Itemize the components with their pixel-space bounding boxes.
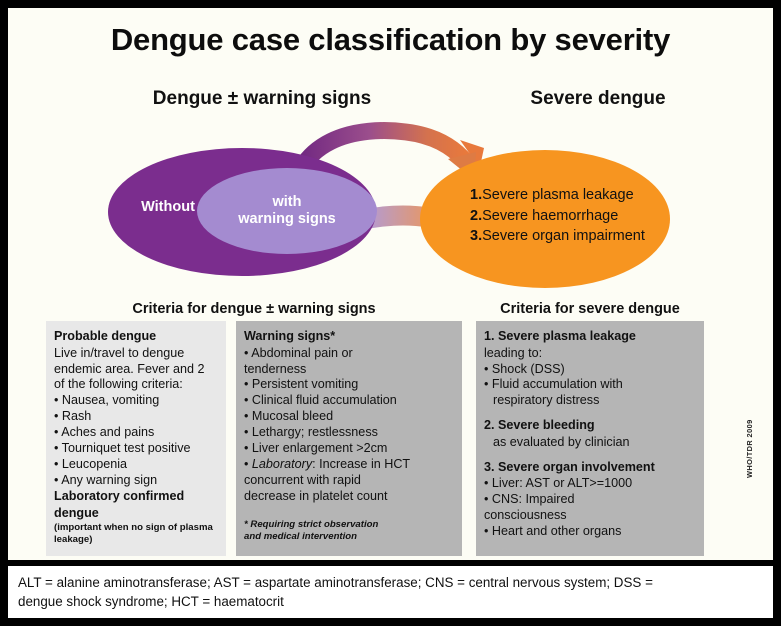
- footnote-line-1: ALT = alanine aminotransferase; AST = as…: [18, 575, 653, 590]
- list-item: • Any warning sign: [54, 472, 158, 487]
- list-item: 1.Severe plasma leakage: [470, 185, 670, 206]
- severe-criteria-box: 1. Severe plasma leakage leading to: • S…: [476, 321, 704, 556]
- ellipse-severe-dengue: [420, 150, 670, 288]
- severe-item-text: Severe organ impairment: [482, 228, 645, 245]
- list-item: • CNS: Impaired: [484, 492, 575, 507]
- probable-dengue-box: Probable dengue Live in/travel to dengue…: [46, 321, 226, 556]
- list-item: • Shock (DSS): [484, 361, 565, 376]
- criteria-heading-dengue: Criteria for dengue ± warning signs: [132, 301, 376, 317]
- list-item: • Clinical fluid accumulation: [244, 393, 397, 408]
- list-item: • Liver: AST or ALT>=1000: [484, 476, 633, 491]
- source-credit: WHO/TDR 2009: [745, 419, 754, 478]
- list-item: • Rash: [54, 409, 92, 424]
- list-item: • Fluid accumulation with: [484, 377, 623, 392]
- list-item: of the following criteria:: [54, 377, 183, 392]
- list-item: tenderness: [244, 361, 307, 376]
- severe-section-3-title: 3. Severe organ involvement: [484, 459, 655, 474]
- severe-item-text: Severe plasma leakage: [482, 187, 634, 203]
- lab-confirmed-title: Laboratory confirmed: [54, 488, 185, 503]
- warning-lab-prefix: •: [244, 457, 252, 472]
- label-without: Without: [141, 199, 195, 215]
- list-item: endemic area. Fever and 2: [54, 361, 205, 376]
- column-header-severe-dengue: Severe dengue: [530, 88, 666, 109]
- severe-section-2-sub: as evaluated by clinician: [493, 434, 630, 449]
- warning-lab-rest: : Increase in HCT: [312, 457, 411, 472]
- severe-item-number: 3.: [470, 228, 483, 245]
- abbreviations-footnote: ALT = alanine aminotransferase; AST = as…: [8, 566, 773, 618]
- list-item: • Tourniquet test positive: [54, 441, 191, 456]
- lab-confirmed-title-2: dengue: [54, 505, 99, 520]
- list-item: • Persistent vomiting: [244, 377, 359, 392]
- severe-section-1-cont: respiratory distress: [493, 393, 600, 408]
- list-item: • Nausea, vomiting: [54, 393, 160, 408]
- severe-item-number: 1.: [470, 187, 483, 203]
- criteria-heading-severe: Criteria for severe dengue: [500, 301, 680, 317]
- list-item: Live in/travel to dengue: [54, 345, 185, 360]
- list-item: 2.Severe haemorrhage: [470, 206, 670, 227]
- severe-dengue-list: 1.Severe plasma leakage 2.Severe haemorr…: [470, 185, 670, 247]
- severe-item-text: Severe haemorrhage: [482, 207, 619, 224]
- warning-lab-cont: concurrent with rapid: [244, 472, 361, 487]
- list-item: • Aches and pains: [54, 425, 155, 440]
- warning-lab-italic: Laboratory: [251, 457, 313, 472]
- footnote-line-2: dengue shock syndrome; HCT = haematocrit: [18, 593, 284, 609]
- severe-item-number: 2.: [470, 207, 483, 224]
- list-item: 3.Severe organ impairment: [470, 226, 670, 247]
- list-item: • Lethargy; restlessness: [244, 425, 378, 440]
- warning-footnote-2: and medical intervention: [244, 530, 358, 542]
- list-item: • Leucopenia: [54, 457, 128, 472]
- severe-section-1-title: 1. Severe plasma leakage: [484, 329, 636, 343]
- list-item: • Heart and other organs: [484, 524, 622, 539]
- list-item: • Mucosal bleed: [244, 409, 334, 424]
- diagram-panel: Dengue case classification by severity D…: [8, 8, 773, 560]
- lab-confirmed-note: (important when no sign of plasma: [54, 522, 213, 534]
- warning-lab-cont-2: decrease in platelet count: [244, 488, 388, 503]
- page-title: Dengue case classification by severity: [110, 22, 671, 57]
- lab-confirmed-note-2: leakage): [54, 533, 93, 545]
- severe-section-3-cont: consciousness: [484, 508, 567, 523]
- severe-section-1-lead: leading to:: [484, 345, 543, 360]
- spacer: [484, 451, 696, 460]
- label-with: with: [272, 193, 302, 210]
- list-item: • Abdominal pain or: [244, 345, 353, 360]
- warning-footnote: * Requiring strict observation: [244, 518, 379, 530]
- list-item: • Liver enlargement >2cm: [244, 441, 388, 456]
- warning-signs-title: Warning signs*: [244, 329, 336, 343]
- warning-lab-line: • Laboratory: Increase in HCT: [244, 457, 454, 473]
- probable-dengue-title: Probable dengue: [54, 329, 157, 343]
- warning-signs-box: Warning signs* • Abdominal pain or tende…: [236, 321, 462, 556]
- spacer: [484, 409, 696, 418]
- ellipse-with-warning-signs: with warning signs: [197, 168, 377, 254]
- label-warning-signs: warning signs: [238, 211, 336, 227]
- column-header-dengue: Dengue ± warning signs: [152, 88, 372, 109]
- severe-section-2-title: 2. Severe bleeding: [484, 418, 595, 433]
